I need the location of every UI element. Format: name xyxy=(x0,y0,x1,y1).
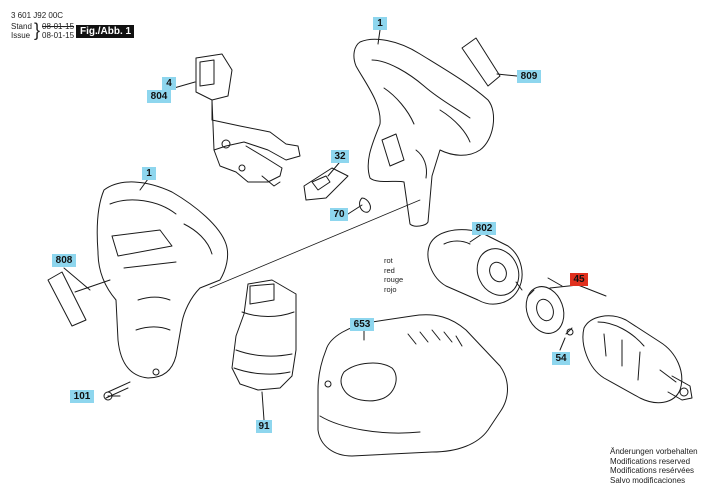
note-fr: Modifications resérvées xyxy=(610,466,695,476)
gear-plate-45 xyxy=(525,286,565,334)
note-es: Salvo modificaciones xyxy=(610,475,686,485)
color-note: rot red rouge rojo xyxy=(384,256,403,294)
housing-half-right xyxy=(353,38,495,227)
color-note-es: rojo xyxy=(384,284,397,294)
callout-32: 32 xyxy=(331,150,349,163)
callout-804: 804 xyxy=(147,90,171,103)
stand-date: 08-01-15 xyxy=(42,22,75,31)
brace-icon: } xyxy=(34,20,41,40)
callout-653: 653 xyxy=(350,318,374,331)
assembly-line xyxy=(209,199,421,289)
callout-808: 808 xyxy=(52,254,76,267)
doc-number: 3 601 J92 00C xyxy=(11,11,64,20)
leader-line xyxy=(173,81,196,89)
callout-70: 70 xyxy=(330,208,348,221)
leader-line xyxy=(377,29,381,45)
label-strip-808 xyxy=(47,271,87,327)
callout-54: 54 xyxy=(552,352,570,365)
battery-91 xyxy=(231,279,297,391)
gearbox-chuck xyxy=(582,315,693,404)
leader-line xyxy=(139,178,149,191)
switch-button-32 xyxy=(303,167,349,201)
leader-line xyxy=(261,391,265,421)
callout-809: 809 xyxy=(517,70,541,83)
callout-1-left: 1 xyxy=(142,167,156,180)
callout-1: 1 xyxy=(373,17,387,30)
screw-101 xyxy=(103,381,131,401)
callout-45: 45 xyxy=(570,273,588,286)
note-de: Änderungen vorbehalten xyxy=(610,447,698,456)
issue-label: Issue xyxy=(11,31,31,40)
switch-assembly xyxy=(195,53,301,187)
leader-line xyxy=(559,337,566,351)
callout-4: 4 xyxy=(162,77,176,90)
charger-653 xyxy=(317,314,508,457)
color-note-fr: rouge xyxy=(384,275,404,284)
leader-line xyxy=(63,267,91,291)
leader-line xyxy=(469,233,483,243)
color-note-de: rot xyxy=(384,256,393,265)
leader-line xyxy=(327,162,340,177)
leader-line xyxy=(577,284,607,297)
leader-line xyxy=(547,277,563,287)
housing-half-left xyxy=(96,181,229,379)
stand-label: Stand xyxy=(11,22,32,31)
modification-notes: Änderungen vorbehalten Modifications res… xyxy=(610,447,698,485)
screw-54 xyxy=(565,327,574,336)
motor-802 xyxy=(427,229,523,305)
callout-101: 101 xyxy=(70,390,94,403)
callout-802: 802 xyxy=(472,222,496,235)
issue-date: 08-01-15 xyxy=(42,31,75,40)
color-note-en: red xyxy=(384,265,395,275)
spring-70 xyxy=(359,197,371,213)
note-en: Modifications reserved xyxy=(610,456,691,466)
figure-label: Fig./Abb. 1 xyxy=(76,25,134,38)
leader-line xyxy=(496,73,518,77)
callout-91: 91 xyxy=(256,420,272,433)
part-809-pad xyxy=(461,37,501,87)
